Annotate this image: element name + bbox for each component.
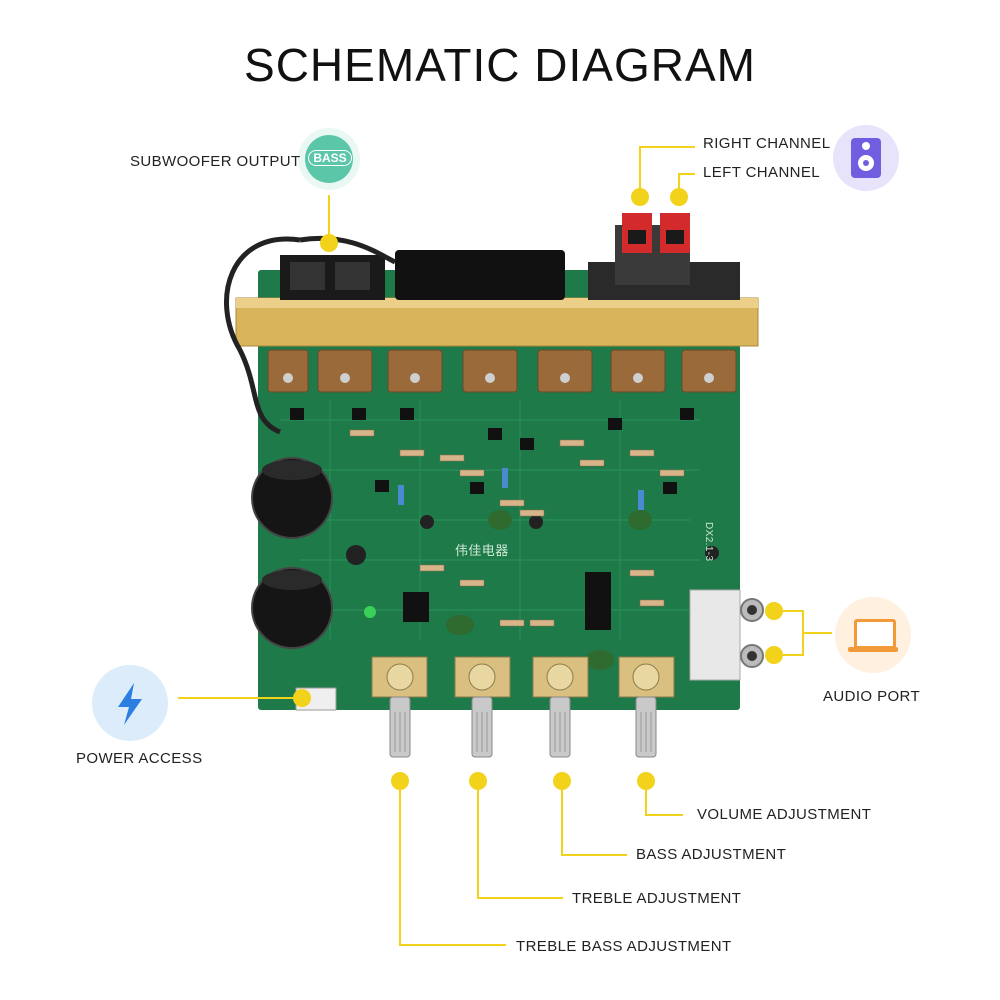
speaker-icon <box>833 125 899 191</box>
treble-bass-adjustment-label: TREBLE BASS ADJUSTMENT <box>516 938 732 955</box>
callout-dots <box>293 188 783 790</box>
callout-lines <box>178 146 832 946</box>
left-channel-label: LEFT CHANNEL <box>703 164 821 181</box>
volume-adjustment-label: VOLUME ADJUSTMENT <box>697 806 872 823</box>
right-channel-label: RIGHT CHANNEL <box>703 135 831 152</box>
power-access-label: POWER ACCESS <box>76 750 203 767</box>
board-model-text: DX2.1-3 <box>703 522 714 562</box>
treble-adjustment-label: TREBLE ADJUSTMENT <box>572 890 742 907</box>
page-title: SCHEMATIC DIAGRAM <box>244 39 756 91</box>
bass-icon: BASS <box>298 128 360 190</box>
subwoofer-output-label: SUBWOOFER OUTPUT <box>130 153 301 170</box>
amplifier-board <box>224 213 764 758</box>
audio-port-label: AUDIO PORT <box>823 688 921 705</box>
bass-adjustment-label: BASS ADJUSTMENT <box>636 846 787 863</box>
lightning-icon <box>92 665 168 741</box>
laptop-icon <box>835 597 911 673</box>
board-brand-text: 伟佳电器 <box>455 543 509 558</box>
bass-badge-text: BASS <box>308 150 352 166</box>
